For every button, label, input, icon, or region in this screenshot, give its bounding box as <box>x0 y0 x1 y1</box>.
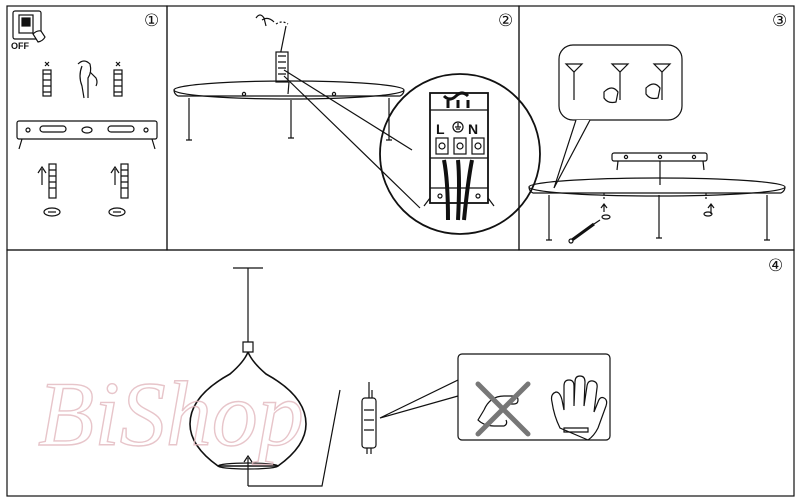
panel-1: OFF <box>11 11 157 216</box>
step-number-4: ④ <box>768 256 783 276</box>
step-number-3: ③ <box>772 11 787 31</box>
panel-2: L N <box>174 15 540 234</box>
mounting-bracket-3 <box>612 153 707 185</box>
watermark: BiShop <box>38 363 304 465</box>
panel-3 <box>529 45 785 243</box>
panel-1-frame <box>7 6 167 250</box>
terminal-block-detail <box>380 74 540 234</box>
canopy-plate-3 <box>529 178 785 240</box>
step-number-2: ② <box>498 11 513 31</box>
screw-anchor-right-icon <box>114 62 122 96</box>
mounting-bracket <box>17 121 157 149</box>
screw-anchor-left-icon <box>43 62 51 96</box>
screw-tighten-2-icon <box>604 64 628 103</box>
up-arrow-left-icon <box>38 167 46 185</box>
callout-box-4 <box>380 354 610 440</box>
panel-3-frame <box>519 6 794 250</box>
g9-bulb-icon <box>362 382 376 454</box>
screw-lower-left-icon <box>44 164 60 216</box>
no-bare-hands-icon <box>478 384 528 434</box>
hand-tool-icon <box>78 61 97 98</box>
screwdriver-icon <box>569 220 600 243</box>
screw-tighten-3-icon <box>646 64 670 100</box>
up-arrow-right-icon <box>111 167 119 185</box>
terminal-label-live: L <box>436 121 445 137</box>
terminal-label-neutral: N <box>468 121 478 137</box>
canopy-plate <box>174 81 404 140</box>
screw-tighten-1-icon <box>566 64 582 100</box>
step-number-1: ① <box>144 11 159 31</box>
power-switch-icon <box>13 11 45 42</box>
glove-icon <box>552 376 607 440</box>
switch-off-label: OFF <box>11 41 29 51</box>
screw-install-icon <box>601 193 714 219</box>
hand-wire-icon <box>256 15 288 56</box>
callout-bubble <box>554 45 682 188</box>
zoom-leader-lines <box>284 70 420 208</box>
